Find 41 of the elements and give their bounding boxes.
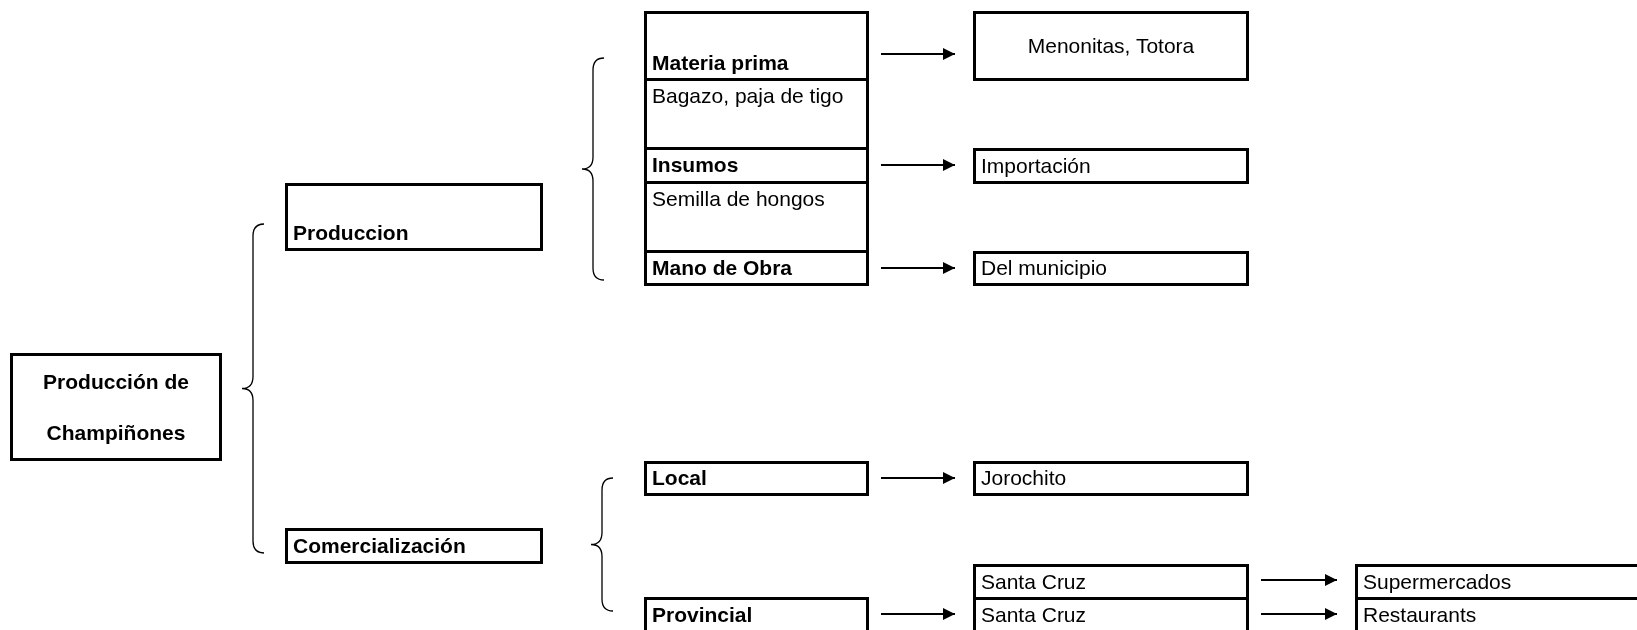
box-label: Del municipio [981, 255, 1109, 282]
text-box [644, 11, 869, 81]
text-box [973, 11, 1249, 81]
arrow [880, 159, 956, 171]
text-box [644, 461, 869, 496]
box-label: Semilla de hongos [652, 186, 826, 212]
text-box [973, 597, 1249, 630]
arrow [1260, 608, 1338, 620]
text-box [973, 251, 1249, 286]
text-box [285, 528, 543, 564]
box-label: Local [652, 465, 708, 492]
box-label: Supermercados [1363, 568, 1513, 595]
box-label: Restaurants [1363, 602, 1478, 628]
box-label: Producción de Champiñones [42, 368, 190, 446]
text-box [644, 597, 869, 630]
arrow [880, 48, 956, 60]
arrow [880, 262, 956, 274]
box-label: Comercialización [293, 532, 467, 559]
box-label: Provincial [652, 602, 754, 628]
arrow [880, 608, 956, 620]
arrow [880, 472, 956, 484]
box-label: Santa Cruz [981, 568, 1088, 595]
box-label: Importación [981, 152, 1092, 179]
box-label: Insumos [652, 152, 740, 179]
text-box [10, 353, 222, 461]
box-label: Bagazo, paja de tigo [652, 83, 845, 109]
arrow [1260, 574, 1338, 586]
box-label: Produccion [293, 219, 410, 246]
box-label: Mano de Obra [652, 254, 794, 281]
box-label: Menonitas, Totora [1026, 33, 1196, 60]
box-label: Santa Cruz [981, 602, 1088, 628]
text-box [644, 181, 869, 253]
text-box [973, 148, 1249, 184]
text-box [285, 183, 543, 251]
box-label: Materia prima [652, 49, 790, 76]
box-label: Jorochito [981, 465, 1068, 492]
text-box [644, 250, 869, 286]
text-box [973, 564, 1249, 600]
text-box [1355, 564, 1637, 600]
text-box [973, 461, 1249, 496]
text-box [644, 78, 869, 150]
